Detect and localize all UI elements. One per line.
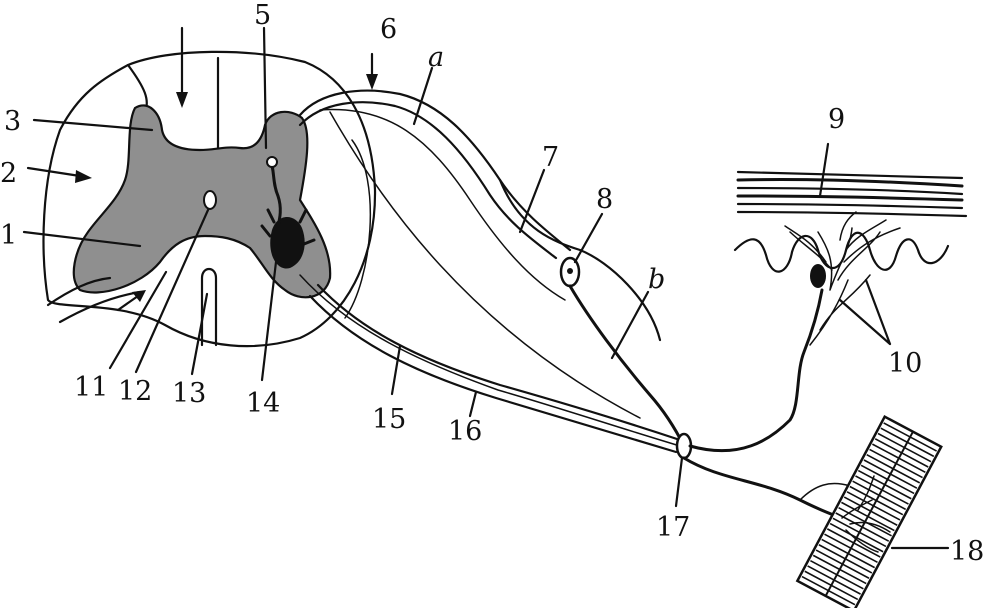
- afferent-fiber-b: [568, 284, 686, 448]
- skin-receptor: [810, 264, 826, 288]
- efferent-fiber: [299, 274, 681, 447]
- leader-5: [262, 26, 268, 150]
- arrow-11-shaft: [116, 294, 140, 312]
- leader-8: [573, 212, 604, 264]
- arrows: [26, 26, 378, 312]
- interneuron-body: [266, 156, 278, 168]
- label-b: b: [648, 264, 665, 295]
- label-2: 2: [0, 158, 17, 189]
- label-6: 6: [380, 14, 397, 45]
- spinal-ganglion: [498, 178, 662, 342]
- leader-11: [108, 270, 168, 370]
- skin-layer-6: [736, 210, 968, 218]
- leader-lines: [22, 26, 950, 550]
- skin-layer-3: [736, 186, 964, 196]
- skin-layer-5: [736, 202, 964, 210]
- dorsal-root-outer: [298, 89, 572, 252]
- leader-14: [260, 260, 278, 382]
- ventral-median-fissure: [200, 267, 218, 347]
- leader-7: [518, 168, 546, 234]
- arrow-6-head: [366, 74, 378, 90]
- leader-a: [412, 66, 434, 126]
- leader-16: [468, 390, 478, 418]
- label-3: 3: [4, 106, 21, 137]
- arrow-2-shaft: [26, 166, 82, 178]
- label-13: 13: [172, 378, 206, 409]
- arrow-dorsal-head: [176, 92, 188, 108]
- leader-12: [134, 208, 210, 374]
- label-a: a: [428, 42, 444, 73]
- root-fiber-curve: [329, 111, 641, 419]
- label-7: 7: [542, 142, 559, 173]
- label-10: 10: [888, 348, 922, 379]
- leader-3: [32, 118, 154, 132]
- spinal-nerve: [675, 288, 851, 520]
- ventral-root: [299, 111, 682, 454]
- labels: 1 2 3 5 6 a 7 8 b 9 10 11 12 13 14 15 16…: [0, 0, 984, 567]
- label-16: 16: [448, 416, 482, 447]
- skin: [733, 170, 968, 346]
- leader-13: [190, 292, 209, 376]
- label-9: 9: [828, 104, 845, 135]
- dermal-papillae: [733, 231, 950, 273]
- leader-9: [818, 142, 830, 198]
- muscle: [795, 414, 943, 608]
- label-1: 1: [0, 220, 17, 251]
- label-5: 5: [254, 0, 271, 31]
- afferent-fiber-a: [319, 108, 566, 301]
- tract-fiber-left-2: [58, 290, 142, 324]
- spinal-cord-section: [42, 50, 377, 348]
- tract-fiber-left: [46, 276, 112, 307]
- interneuron: [268, 158, 282, 228]
- arrow-2-head: [75, 170, 92, 183]
- motor-endplates: [841, 475, 891, 553]
- muscle-divider: [824, 431, 914, 597]
- leader-b: [610, 290, 650, 360]
- arrow-11-head: [132, 290, 146, 302]
- free-nerve-endings: [784, 211, 901, 291]
- skin-layer-1: [736, 170, 964, 180]
- gray-matter: [72, 104, 332, 299]
- leader-1: [22, 230, 142, 248]
- sensory-neuron-nucleus: [567, 268, 573, 274]
- label-15: 15: [372, 404, 406, 435]
- label-17: 17: [656, 512, 690, 543]
- motor-neuron: [260, 208, 316, 269]
- leader-15: [390, 344, 402, 396]
- motor-branch-twig: [799, 482, 851, 501]
- label-8: 8: [596, 184, 613, 215]
- ventral-root-inner: [308, 294, 678, 454]
- leader-10: [838, 278, 892, 346]
- label-12: 12: [118, 376, 152, 407]
- ventral-root-outer: [316, 283, 682, 442]
- leader-17: [674, 456, 684, 508]
- dorsal-root: [298, 89, 686, 448]
- motor-branch: [682, 456, 844, 520]
- skin-layer-2: [736, 177, 964, 188]
- dorsal-root-inner: [298, 101, 558, 260]
- label-14: 14: [246, 388, 280, 419]
- white-matter-outline: [42, 50, 377, 348]
- central-canal: [203, 190, 217, 210]
- sensory-branch: [688, 288, 824, 453]
- label-11: 11: [74, 372, 108, 403]
- skin-layer-4: [736, 194, 964, 202]
- cord-outline-curve: [344, 139, 372, 319]
- label-18: 18: [950, 536, 984, 567]
